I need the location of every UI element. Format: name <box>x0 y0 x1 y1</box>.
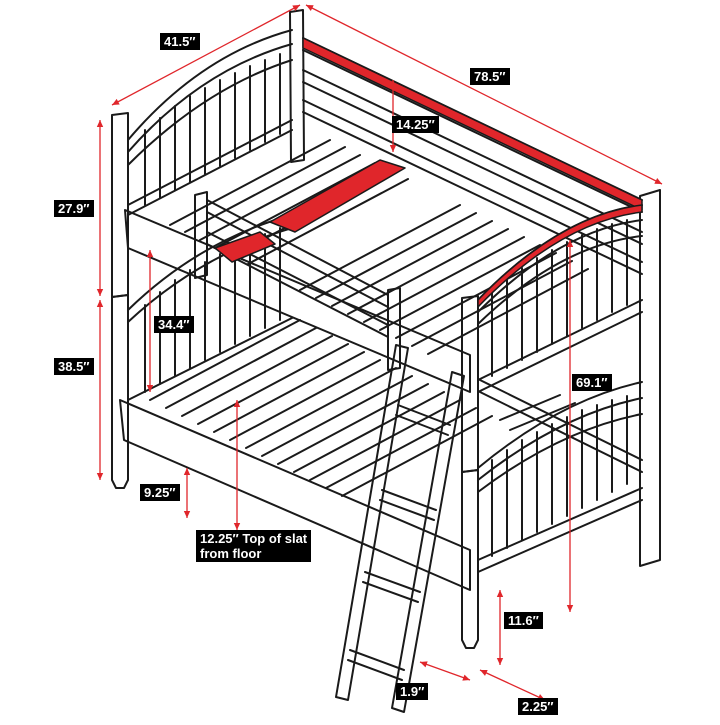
under-bed-clearance-line-arrow-start <box>183 468 191 475</box>
leg-height-line-arrow-start <box>496 590 504 597</box>
length-dimension-line <box>305 4 663 185</box>
length-dimension-line-arrow-end <box>654 177 662 184</box>
overall-height-label: 69.1″ <box>572 374 612 391</box>
bottom-bunk-slats <box>149 319 576 497</box>
leg-height-label: 11.6″ <box>504 612 543 629</box>
bed-clearance-label: 34.4″ <box>154 316 194 333</box>
dimension-lines <box>96 4 663 701</box>
bottom-post-height-line-arrow-end <box>96 473 104 480</box>
guard-rail-height-label: 14.25″ <box>392 116 439 133</box>
length-dimension-label: 78.5″ <box>470 68 510 85</box>
leg-height-line-arrow-end <box>496 658 504 665</box>
under-bed-clearance-line-arrow-end <box>183 511 191 518</box>
right-footboard-lower <box>461 381 643 649</box>
post-width-line <box>419 661 471 681</box>
top-post-height-label: 27.9″ <box>54 200 94 217</box>
slat-height-line-arrow-end <box>233 523 241 530</box>
post-depth-line <box>479 669 546 701</box>
width-dimension-label: 41.5″ <box>160 33 200 50</box>
bottom-post-height-line-arrow-start <box>96 300 104 307</box>
guard-rail-height-line-arrow-end <box>389 145 397 152</box>
overall-height-line-arrow-end <box>566 605 574 612</box>
under-bed-clearance-label: 9.25″ <box>140 484 180 501</box>
overall-height-line-arrow-start <box>566 240 574 247</box>
back-posts <box>289 9 661 567</box>
post-depth-line-arrow-start <box>480 670 488 676</box>
width-dimension-line-arrow-start <box>112 98 120 105</box>
post-width-line-arrow-start <box>420 661 428 668</box>
bed-clearance-line-arrow-start <box>146 250 154 257</box>
bottom-post-height-label: 38.5″ <box>54 358 94 375</box>
bed-clearance-line-arrow-end <box>146 385 154 392</box>
left-headboard-upper <box>111 29 293 298</box>
guard-rail <box>194 191 401 371</box>
width-dimension-line-arrow-end <box>292 5 300 12</box>
post-depth-label: 2.25″ <box>518 698 558 715</box>
left-headboard-lower <box>111 214 293 489</box>
front-side-rails <box>119 209 471 591</box>
top-post-height-line-arrow-end <box>96 289 104 296</box>
width-dimension-line <box>111 4 301 106</box>
bed-frame <box>111 9 661 713</box>
red-highlights <box>214 37 643 308</box>
slat-height-line-arrow-start <box>233 400 241 407</box>
guard-rail-height-line-arrow-start <box>389 80 397 87</box>
top-post-height-line-arrow-start <box>96 120 104 127</box>
slat-height-label: 12.25″ Top of slat from floor <box>196 530 312 562</box>
post-width-line-arrow-end <box>462 674 470 681</box>
post-width-label: 1.9″ <box>396 683 429 700</box>
ladder <box>335 344 465 713</box>
length-dimension-line-arrow-start <box>306 5 314 12</box>
